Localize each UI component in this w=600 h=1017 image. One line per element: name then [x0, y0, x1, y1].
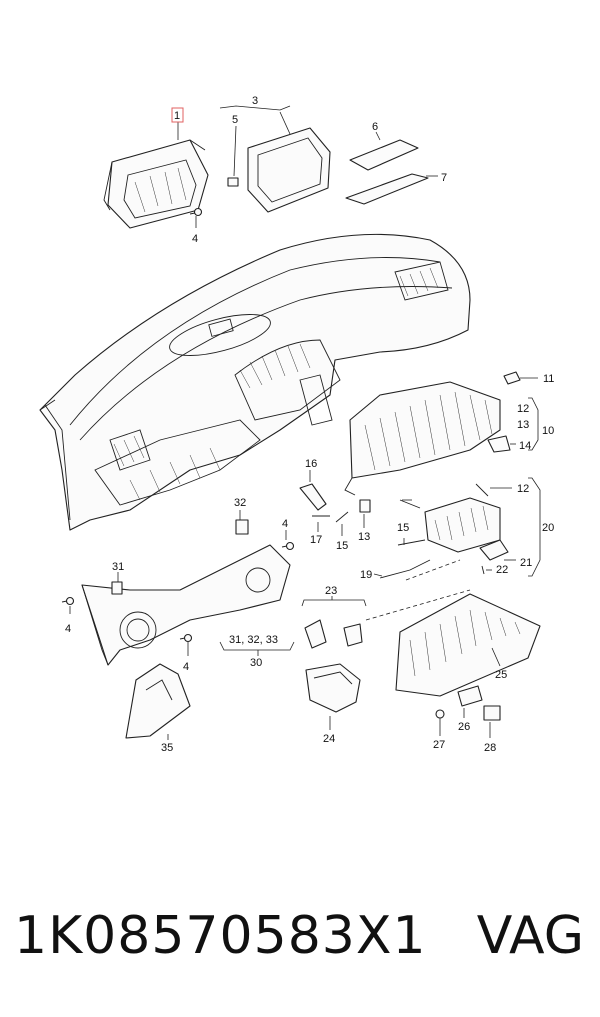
callout: 35	[161, 742, 173, 754]
callout: 4	[65, 623, 71, 635]
part-7-trim-frame	[345, 173, 429, 205]
part-25-glovebox-lid	[395, 593, 541, 697]
part-11-cap-icon	[503, 371, 521, 385]
callout-labels: 1 3 4 5 6 7 11 12 13 10 14 16 12 20 32 4…	[65, 95, 554, 754]
part-number: 1K08570583X1	[14, 906, 427, 966]
part-19-cable	[379, 559, 431, 579]
part-31-bracket	[111, 581, 123, 595]
part-23-clip-b	[343, 623, 363, 647]
footer: 1K08570583X1 VAG	[0, 880, 600, 990]
leader-lines	[69, 105, 541, 740]
callout: 15	[397, 522, 409, 534]
part-15-bolt	[397, 539, 426, 546]
callout: 19	[360, 569, 372, 581]
callout: 26	[458, 721, 470, 733]
callout: 5	[232, 114, 238, 126]
callout: 28	[484, 742, 496, 754]
callout: 12	[517, 483, 529, 495]
callout: 20	[542, 522, 554, 534]
part-6-cover-panel	[349, 139, 419, 171]
callout: 6	[372, 121, 378, 133]
callout: 21	[520, 557, 532, 569]
dashboard-exploded-diagram: 1 3 4 5 6 7 11 12 13 10 14 16 12 20 32 4…	[39, 95, 554, 754]
callout: 7	[441, 172, 447, 184]
part-1-cluster-frame	[103, 139, 209, 229]
part-35-storage-box	[125, 663, 191, 739]
part-16-lever	[299, 483, 327, 511]
callout: 31	[112, 561, 124, 573]
brand-name: VAG	[476, 906, 584, 966]
callout: 23	[325, 585, 337, 597]
callout: 17	[310, 534, 322, 546]
part-32-clip	[235, 519, 249, 535]
part-3-display-bezel	[247, 127, 331, 213]
callout: 13	[517, 419, 529, 431]
callout: 3	[252, 95, 258, 107]
callout: 27	[433, 739, 445, 751]
callout: 15	[336, 540, 348, 552]
callout: 1	[174, 110, 180, 122]
callout: 4	[183, 661, 189, 673]
part-13-clip	[359, 499, 371, 513]
callout: 32	[234, 497, 246, 509]
lower-trim-panel	[81, 544, 291, 666]
callout: 16	[305, 458, 317, 470]
callout: 14	[519, 440, 531, 452]
part-21-connector	[479, 539, 509, 561]
part-14-bracket	[487, 435, 511, 453]
part-23-clip-a	[304, 619, 327, 649]
part-26-latch	[457, 685, 483, 707]
part-20-module	[424, 497, 501, 553]
part-24-tray	[305, 663, 361, 713]
part-10-housing	[344, 381, 501, 496]
callout: 11	[543, 373, 554, 385]
screw-icon	[61, 207, 295, 643]
callout: 12	[517, 403, 529, 415]
callout: 4	[282, 518, 288, 530]
callout: 22	[496, 564, 508, 576]
callout: 4	[192, 233, 198, 245]
part-27-screw-icon	[435, 709, 445, 719]
callout: 30	[250, 657, 262, 669]
dashboard-panel	[39, 233, 471, 531]
part-15-pin	[335, 511, 349, 523]
part-28-socket	[483, 705, 501, 721]
callout: 10	[542, 425, 554, 437]
callout: 31, 32, 33	[229, 634, 278, 646]
part-22-screw	[481, 565, 485, 575]
callout: 25	[495, 669, 507, 681]
callout: 13	[358, 531, 370, 543]
part-5-clip	[227, 177, 239, 187]
callout-1-highlight	[171, 107, 184, 123]
callout: 24	[323, 733, 335, 745]
